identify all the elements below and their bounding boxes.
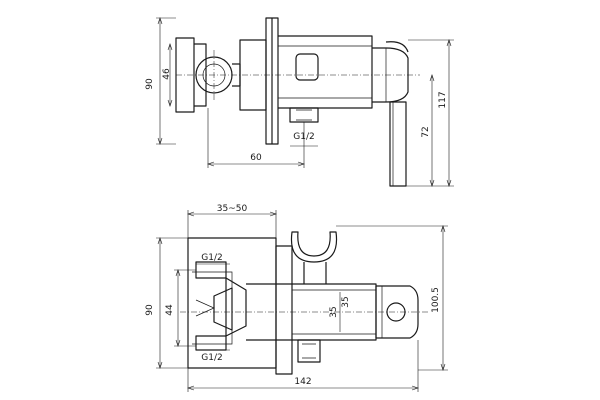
top-window bbox=[295, 53, 319, 81]
bottom-shower-holder bbox=[290, 231, 338, 263]
top-view: 90 46 117 72 G1/2 60 bbox=[145, 17, 454, 187]
top-dim-72: 72 bbox=[421, 126, 431, 137]
bottom-top-connector bbox=[195, 261, 227, 279]
top-body bbox=[239, 39, 267, 111]
bottom-handle-block bbox=[375, 285, 419, 339]
bottom-bottom-connector bbox=[195, 335, 227, 351]
bottom-dim-142: 142 bbox=[294, 377, 311, 387]
bottom-diverter bbox=[225, 277, 247, 337]
bottom-dim-35b: 35 bbox=[341, 296, 351, 307]
bottom-dim-35-50: 35~50 bbox=[217, 204, 248, 214]
bottom-label-g12-top: G1/2 bbox=[201, 253, 222, 263]
top-dim-90: 90 bbox=[145, 78, 155, 90]
bottom-view: 35~50 G1/2 G1/2 90 44 35 35 100.5 142 bbox=[145, 204, 448, 392]
top-wall-plate bbox=[265, 17, 279, 145]
top-outlet bbox=[289, 107, 319, 123]
top-cartridge-body bbox=[278, 35, 373, 109]
top-dim-60: 60 bbox=[250, 153, 262, 163]
bottom-wall-plate bbox=[275, 245, 293, 375]
bottom-dim-35: 35 bbox=[329, 306, 339, 317]
top-lever bbox=[389, 101, 407, 187]
bottom-outlet bbox=[297, 339, 321, 363]
top-dim-117: 117 bbox=[438, 91, 448, 108]
bottom-dim-44: 44 bbox=[165, 304, 175, 316]
bottom-dim-90: 90 bbox=[145, 304, 155, 316]
top-label-g12: G1/2 bbox=[293, 132, 314, 142]
top-dim-46: 46 bbox=[162, 68, 172, 80]
bottom-dim-100-5: 100.5 bbox=[431, 287, 441, 313]
bottom-label-g12-bottom: G1/2 bbox=[201, 353, 222, 363]
